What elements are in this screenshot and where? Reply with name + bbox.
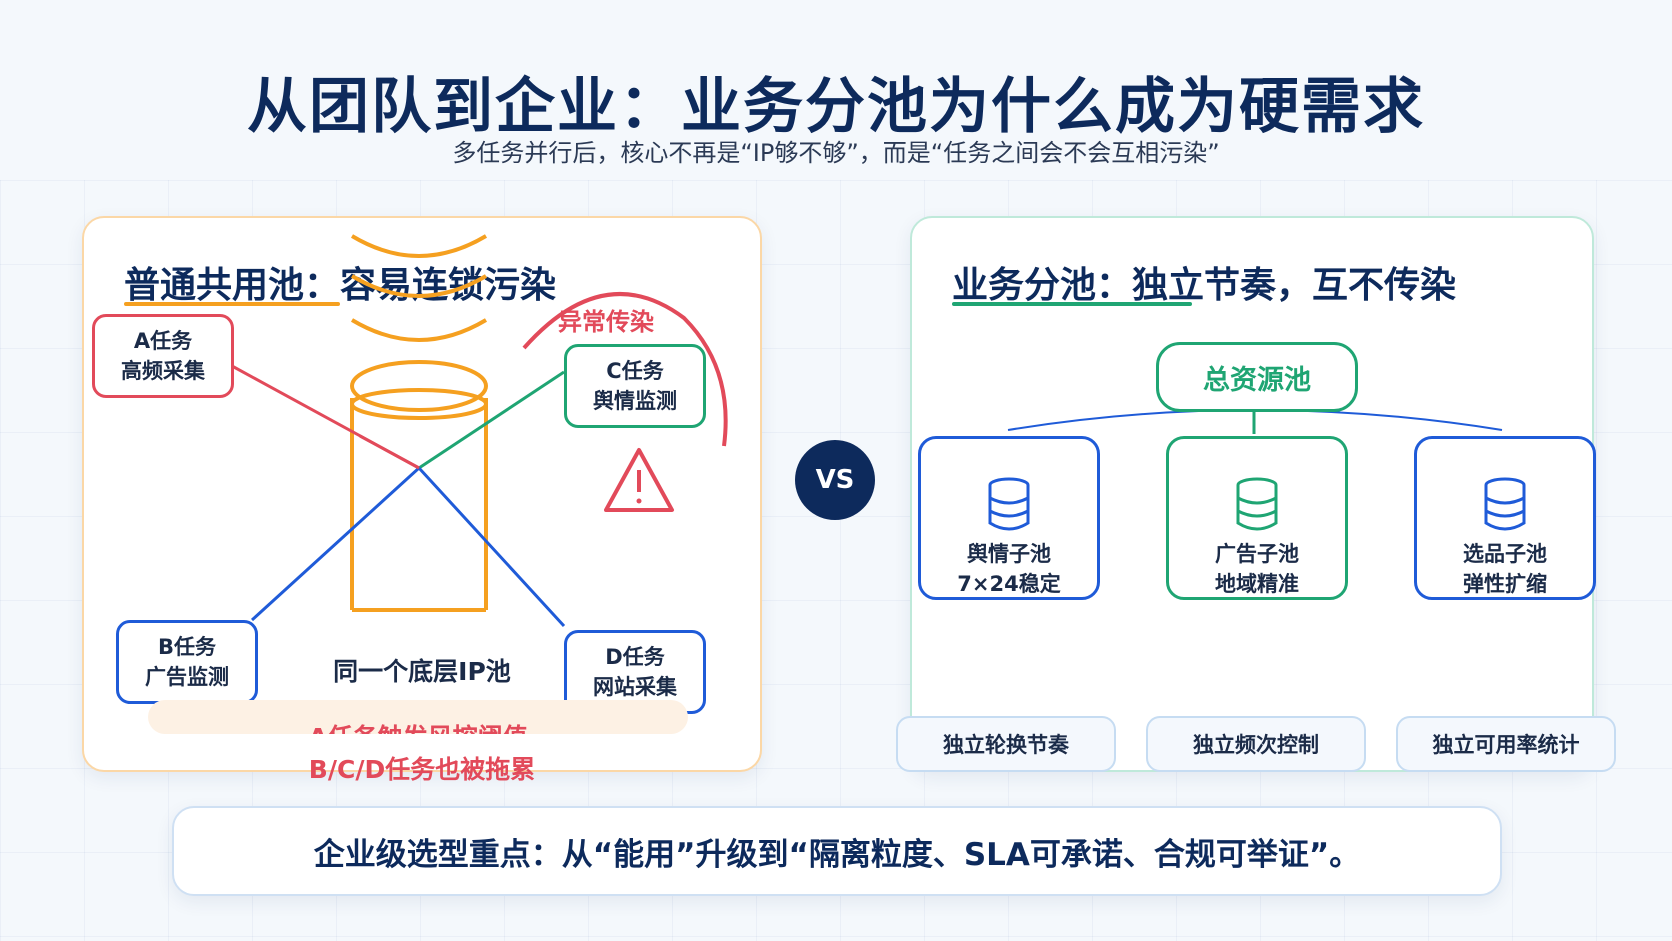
task-b-box[interactable]: B任务 广告监测 (116, 620, 258, 704)
subpool-ads-name: 广告子池 (1215, 542, 1299, 566)
database-icon (988, 477, 1030, 531)
footnote-line-2: B/C/D任务也被拖累 (308, 755, 536, 784)
subpool-product-name: 选品子池 (1463, 542, 1547, 566)
vs-badge: VS (795, 440, 875, 520)
shared-pool-heading: 普通共用池：容易连锁污染 (124, 265, 557, 306)
page-title: 从团队到企业：业务分池为什么成为硬需求 (247, 72, 1425, 142)
task-c-line (418, 370, 565, 470)
contagion-arc (522, 292, 728, 447)
split-pool-panel: 业务分池：独立节奏，互不传染 总资源池 舆情子池 7×24稳定 (910, 216, 1596, 772)
split-pool-heading: 业务分池：独立节奏，互不传染 (952, 265, 1457, 306)
feature-frequency[interactable]: 独立频次控制 (1146, 716, 1366, 772)
task-b-desc: 广告监测 (145, 665, 229, 689)
task-d-name: D任务 (605, 645, 665, 669)
subpool-ads-desc: 地域精准 (1215, 572, 1299, 596)
footnote-band: A任务触发风控阈值 (148, 700, 688, 734)
subpool-ads[interactable]: 广告子池 地域精准 (1166, 436, 1348, 600)
task-c-desc: 舆情监测 (593, 389, 677, 413)
contagion-label: 异常传染 (558, 308, 654, 336)
subpool-sentiment-desc: 7×24稳定 (957, 572, 1061, 596)
feature-rotation[interactable]: 独立轮换节奏 (896, 716, 1116, 772)
bottom-summary: 企业级选型重点：从“能用”升级到“隔离粒度、SLA可承诺、合规可举证”。 (172, 806, 1502, 896)
task-a-name: A任务 (133, 329, 193, 353)
task-a-box[interactable]: A任务 高频采集 (92, 314, 234, 398)
subpool-product-desc: 弹性扩缩 (1463, 572, 1547, 596)
heading-underline (124, 302, 340, 306)
warning-icon (604, 448, 674, 512)
page-subtitle: 多任务并行后，核心不再是“IP够不够”，而是“任务之间会不会互相污染” (452, 139, 1220, 167)
shared-pool-panel: 普通共用池：容易连锁污染 异常传染 (82, 216, 762, 784)
subpool-product[interactable]: 选品子池 弹性扩缩 (1414, 436, 1596, 600)
database-icon (1484, 477, 1526, 531)
task-d-desc: 网站采集 (593, 675, 677, 699)
subpool-sentiment[interactable]: 舆情子池 7×24稳定 (918, 436, 1100, 600)
subpool-sentiment-name: 舆情子池 (967, 542, 1051, 566)
shared-pool-label: 同一个底层IP池 (333, 657, 511, 686)
heading-underline (952, 302, 1192, 306)
coil-icon (350, 234, 488, 412)
footnote-line-1: A任务触发风控阈值 (148, 718, 688, 734)
task-d-line (417, 466, 566, 628)
shared-pool-diagram (231, 234, 728, 628)
task-c-box[interactable]: C任务 舆情监测 (564, 344, 706, 428)
task-a-desc: 高频采集 (121, 359, 205, 383)
task-b-line (250, 466, 421, 622)
ip-pool-cylinder (350, 388, 488, 612)
feature-availability[interactable]: 独立可用率统计 (1396, 716, 1616, 772)
task-c-name: C任务 (606, 359, 664, 383)
total-pool-node[interactable]: 总资源池 (1156, 342, 1358, 412)
database-icon (1236, 477, 1278, 531)
task-b-name: B任务 (157, 635, 216, 659)
